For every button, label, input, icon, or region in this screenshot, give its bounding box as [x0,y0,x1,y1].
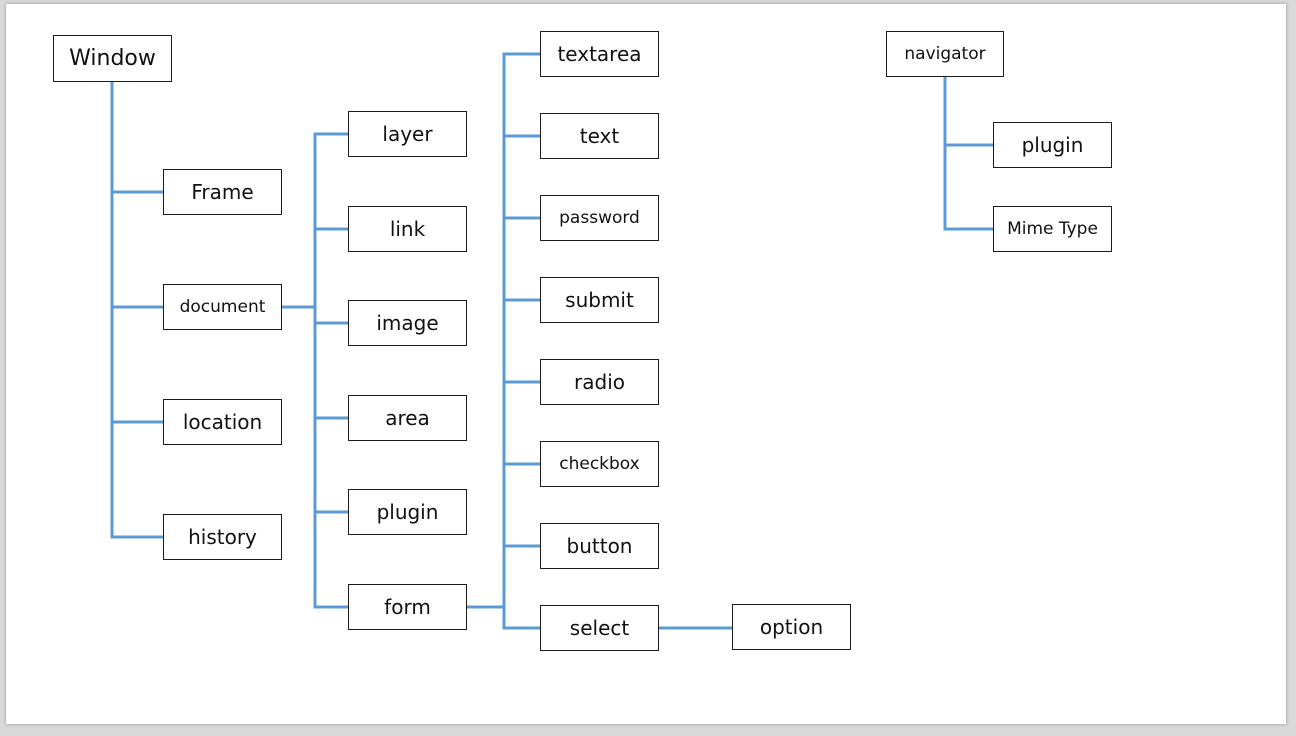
node-document-plugin: plugin [348,489,467,535]
node-frame: Frame [163,169,282,215]
node-radio: radio [540,359,659,405]
node-button: button [540,523,659,569]
node-select: select [540,605,659,651]
node-document: document [163,284,282,330]
node-navigator: navigator [886,31,1004,77]
node-mime-type: Mime Type [993,206,1112,252]
node-option: option [732,604,851,650]
node-link: link [348,206,467,252]
node-image: image [348,300,467,346]
node-navigator-plugin: plugin [993,122,1112,168]
node-layer: layer [348,111,467,157]
node-submit: submit [540,277,659,323]
node-checkbox: checkbox [540,441,659,487]
node-area: area [348,395,467,441]
node-history: history [163,514,282,560]
node-window: Window [53,35,172,82]
node-form: form [348,584,467,630]
node-textarea: textarea [540,31,659,77]
node-text: text [540,113,659,159]
node-location: location [163,399,282,445]
node-password: password [540,195,659,241]
